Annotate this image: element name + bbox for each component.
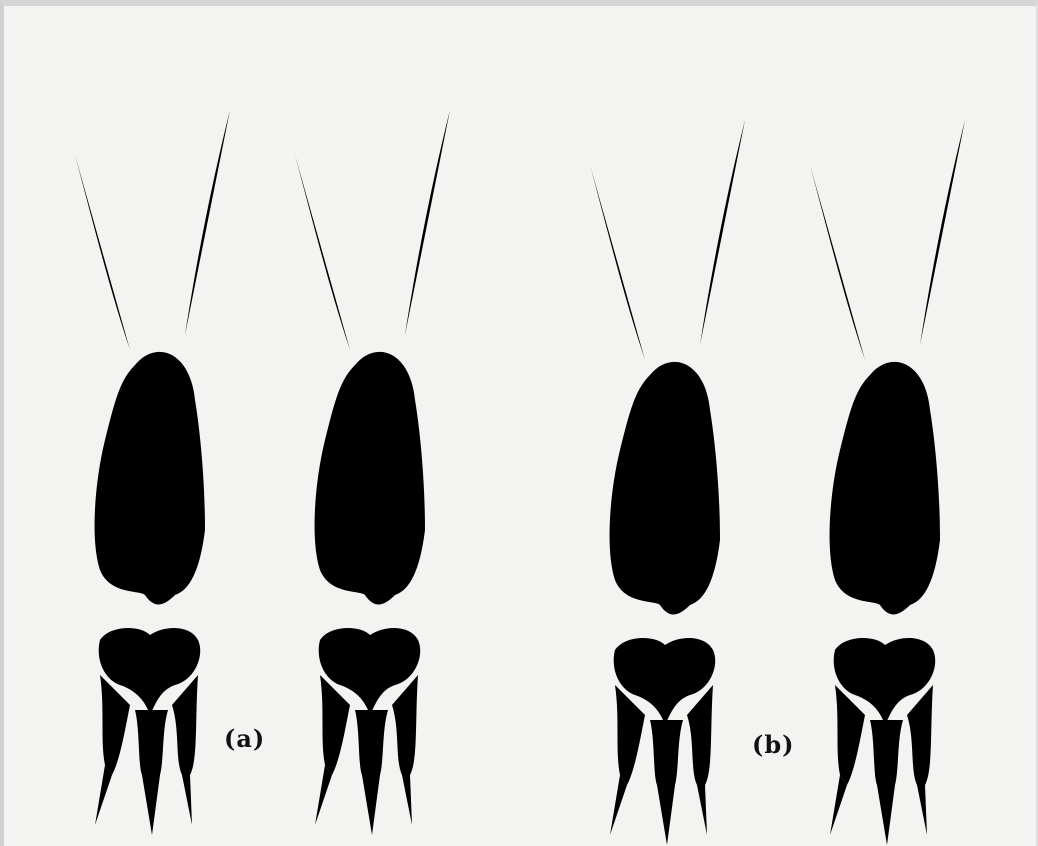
panel-a-limb-right <box>295 110 450 835</box>
panel-b-limb-left <box>590 120 745 845</box>
panel-a-limb-left <box>75 110 230 835</box>
panel-b-limb-right <box>810 120 965 845</box>
panel-a-caption: (a) <box>224 724 265 753</box>
panel-b-caption: (b) <box>752 730 795 759</box>
